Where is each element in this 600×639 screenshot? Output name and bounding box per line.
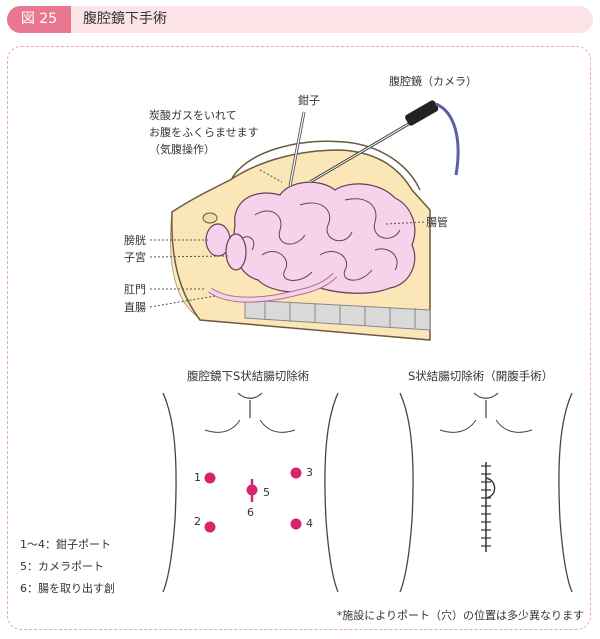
port-label-4: 4	[306, 517, 313, 530]
port-4	[290, 518, 302, 530]
legend-extraction-wound: 6：腸を取り出す創	[20, 582, 115, 595]
spine	[244, 299, 431, 331]
footnote: *施設によりポート（穴）の位置は多少異なります	[336, 609, 584, 622]
intestine-label: 腸管	[426, 215, 448, 229]
port-label-1: 1	[194, 471, 201, 484]
forceps-instrument	[288, 111, 306, 187]
figure-title: 腹腔鏡下手術	[83, 11, 167, 27]
port-label-5: 5	[263, 486, 270, 499]
port-2	[204, 521, 216, 533]
figure-frame	[7, 46, 591, 630]
left-panel-title: 腹腔鏡下S状結腸切除術	[187, 369, 310, 383]
intestines	[233, 181, 416, 294]
legend-forceps-port: 1～4：鉗子ポート	[20, 538, 111, 551]
laparoscope-label: 腹腔鏡（カメラ）	[389, 74, 477, 88]
port-label-3: 3	[306, 466, 313, 479]
port-label-6: 6	[247, 506, 254, 519]
gas-label-line-2: お腹をふくらませます	[149, 125, 259, 139]
rectum-label: 直腸	[124, 300, 146, 314]
right-panel-title: S状結腸切除術（開腹手術）	[408, 369, 553, 383]
gas-label-line-3: （気腹操作）	[149, 142, 215, 156]
legend-camera-port: 5：カメラポート	[20, 560, 104, 573]
port-3	[290, 467, 302, 479]
port-markers	[204, 467, 302, 533]
port-label-2: 2	[194, 515, 201, 528]
midline-incision-scar	[481, 462, 496, 552]
right-torso	[399, 392, 573, 593]
anus-label: 肛門	[124, 283, 146, 296]
figure-number-badge: 図 25	[7, 6, 71, 33]
forceps-label: 鉗子	[298, 93, 320, 107]
uterus-label: 子宮	[124, 250, 146, 264]
laparoscope-instrument	[309, 100, 460, 184]
port-1	[204, 472, 216, 484]
left-torso	[162, 392, 339, 593]
uterus	[225, 233, 247, 271]
figure-header: 図 25 腹腔鏡下手術	[7, 6, 593, 33]
gas-label-line-1: 炭酸ガスをいれて	[149, 108, 237, 122]
abdomen-cross-section	[169, 140, 431, 341]
bladder-label: 膀胱	[124, 233, 146, 247]
